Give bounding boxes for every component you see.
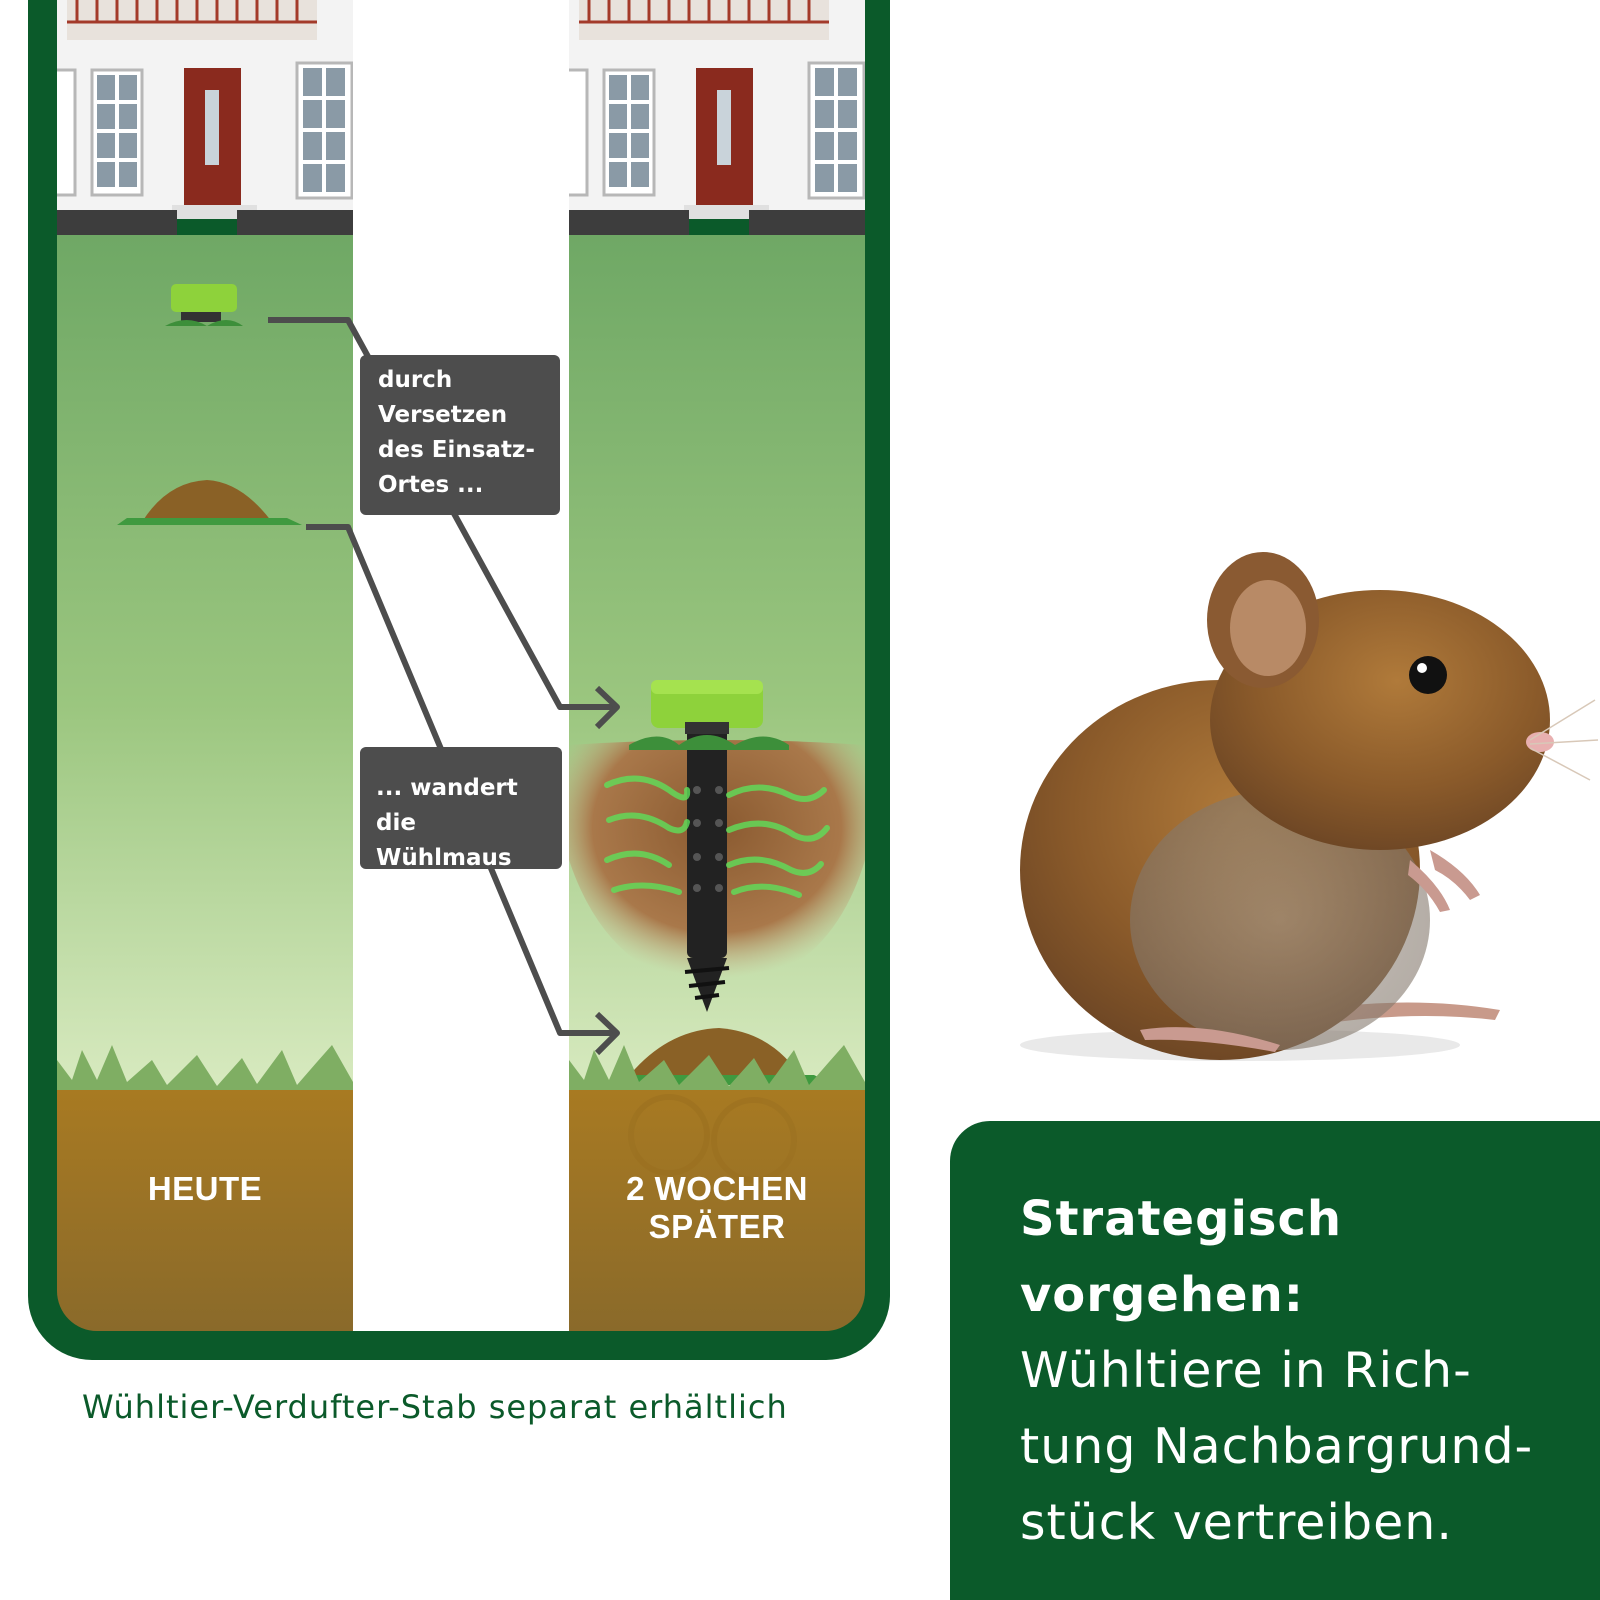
info-box: Strategisch vorgehen: Wühltiere in Rich-… [950, 1121, 1600, 1600]
arrow-head-icon [594, 685, 620, 730]
later-scene [569, 0, 865, 1331]
connector-arrows [268, 317, 620, 1056]
panel-label-later: 2 WOCHEN SPÄTER [626, 1170, 808, 1245]
panel-two-weeks-later: 2 WOCHEN SPÄTER [569, 0, 865, 1331]
callout-relocate: durch Versetzen des Einsatz- Ortes ... [360, 355, 560, 515]
balcony-railing [67, 0, 317, 24]
vole-photo [1020, 552, 1599, 1061]
scent-waves-icon [604, 775, 830, 898]
callout-vole-leaves: ... wandert die Wühlmaus ab! [360, 747, 562, 906]
repellent-stake-icon [165, 284, 243, 326]
front-door [172, 68, 257, 219]
panel-gap [353, 0, 569, 1331]
info-body: Wühltiere in Rich- tung Nachbargrund- st… [1020, 1342, 1534, 1551]
caption: Wühltier-Verdufter-Stab separat erhältli… [82, 1388, 788, 1426]
panel-label-today: HEUTE [147, 1170, 263, 1207]
repellent-stake-icon [629, 680, 789, 1012]
today-scene [57, 0, 353, 1331]
info-heading: Strategisch vorgehen: [1020, 1191, 1343, 1323]
panel-today: HEUTE [57, 0, 353, 1331]
molehill-icon [117, 480, 302, 525]
arrow-head-icon [594, 1011, 620, 1056]
watermark-logo [628, 1094, 797, 1183]
